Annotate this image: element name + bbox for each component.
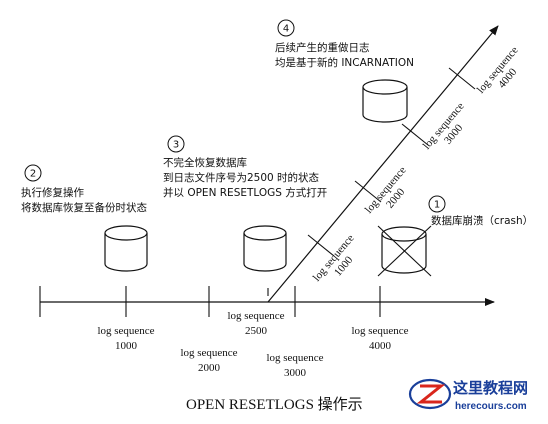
step-3-number: 3 <box>173 140 179 151</box>
crash-cross-line <box>377 225 432 277</box>
timeline-label-word: log sequence <box>227 310 284 322</box>
incarnation-tick-3000 <box>401 123 429 146</box>
timeline-label-number: 1000 <box>115 340 138 352</box>
timeline-label-word: log sequence <box>351 325 408 337</box>
step-3-text-line: 到日志文件序号为2500 时的状态 <box>163 171 320 184</box>
step-3-marker <box>167 135 185 153</box>
step-1-marker <box>428 195 446 213</box>
watermark-url: herecours.com <box>455 401 527 412</box>
watermark-logo: 这里教程网 herecours.com <box>408 378 528 412</box>
database-cylinder-crashed <box>377 225 432 277</box>
database-cylinder-new-incarnation <box>362 79 408 123</box>
timeline-label-word: log sequence <box>266 352 323 364</box>
incarnation-tick-2000 <box>354 180 382 203</box>
timeline-label-word: log sequence <box>97 325 154 337</box>
timeline-label-word: log sequence <box>180 347 237 359</box>
step-1-number: 1 <box>434 200 440 211</box>
step-2-marker <box>24 164 42 182</box>
timeline-label-number: 2000 <box>198 362 221 374</box>
incarnation-tick-1000 <box>307 234 335 257</box>
step-3-text-line: 不完全恢复数据库 <box>163 156 247 169</box>
step-2-annotation: 2 执行修复操作 将数据库恢复至备份时状态 <box>21 164 147 214</box>
step-3-text-line: 并以 OPEN RESETLOGS 方式打开 <box>163 186 327 199</box>
figure-caption: OPEN RESETLOGS 操作示 <box>186 396 363 413</box>
timeline-label-3000: log sequence 3000 <box>266 352 323 379</box>
step-1-text: 数据库崩溃（crash） <box>431 214 533 227</box>
timeline-label-1000: log sequence 1000 <box>97 325 154 352</box>
timeline-label-number: 2500 <box>245 325 268 337</box>
timeline-label-2000: log sequence 2000 <box>180 347 237 374</box>
watermark-ring <box>408 378 452 410</box>
step-4-number: 4 <box>283 24 289 35</box>
step-4-text-line: 后续产生的重做日志 <box>275 41 370 54</box>
step-3-annotation: 3 不完全恢复数据库 到日志文件序号为2500 时的状态 并以 OPEN RES… <box>163 135 327 199</box>
incarnation-tick-4000 <box>448 67 476 90</box>
timeline-label-2500: log sequence 2500 <box>227 310 284 337</box>
timeline-label-number: 4000 <box>369 340 392 352</box>
watermark-z-mark <box>416 384 446 404</box>
step-2-text-line: 将数据库恢复至备份时状态 <box>21 201 147 214</box>
step-4-text-line: 均是基于新的 INCARNATION <box>275 56 414 69</box>
step-1-annotation: 1 数据库崩溃（crash） <box>428 195 533 227</box>
step-4-annotation: 4 后续产生的重做日志 均是基于新的 INCARNATION <box>275 19 414 69</box>
step-4-marker <box>277 19 295 37</box>
incarnation-axis <box>267 25 499 303</box>
database-cylinder-recovered <box>243 225 287 272</box>
step-2-text-line: 执行修复操作 <box>21 186 84 199</box>
incarnation-label-4000: log sequence 4000 <box>475 44 521 96</box>
step-2-number: 2 <box>30 169 36 180</box>
timeline-label-number: 3000 <box>284 367 307 379</box>
watermark-name: 这里教程网 <box>453 379 528 397</box>
database-cylinder-backup <box>104 225 148 272</box>
timeline-label-4000: log sequence 4000 <box>351 325 408 352</box>
